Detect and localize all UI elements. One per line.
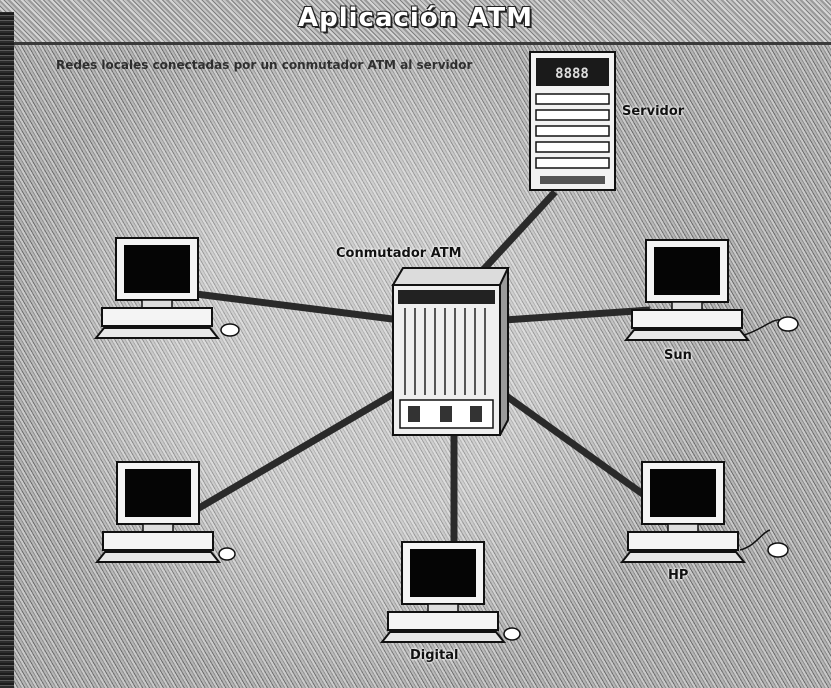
workstation-sun-icon	[626, 240, 798, 340]
server-icon: 8888	[530, 52, 615, 190]
workstation-digital-label: Digital	[410, 648, 458, 663]
link-switch-server	[483, 192, 555, 270]
atm-switch-icon	[393, 268, 508, 435]
server-label: Servidor	[622, 104, 684, 119]
link-switch-workstation-left-top	[196, 294, 400, 320]
server-display: 8888	[555, 66, 589, 82]
workstation-sun-label: Sun	[664, 348, 692, 363]
workstation-digital-icon	[382, 542, 520, 642]
link-switch-workstation-sun	[505, 310, 650, 320]
workstation-left-bottom-icon	[97, 462, 235, 562]
link-switch-workstation-left-bottom	[182, 390, 400, 518]
workstation-hp-icon	[622, 462, 788, 562]
workstation-hp-label: HP	[668, 568, 688, 583]
switch-label: Conmutador ATM	[336, 246, 462, 261]
workstation-left-top-icon	[96, 238, 239, 338]
